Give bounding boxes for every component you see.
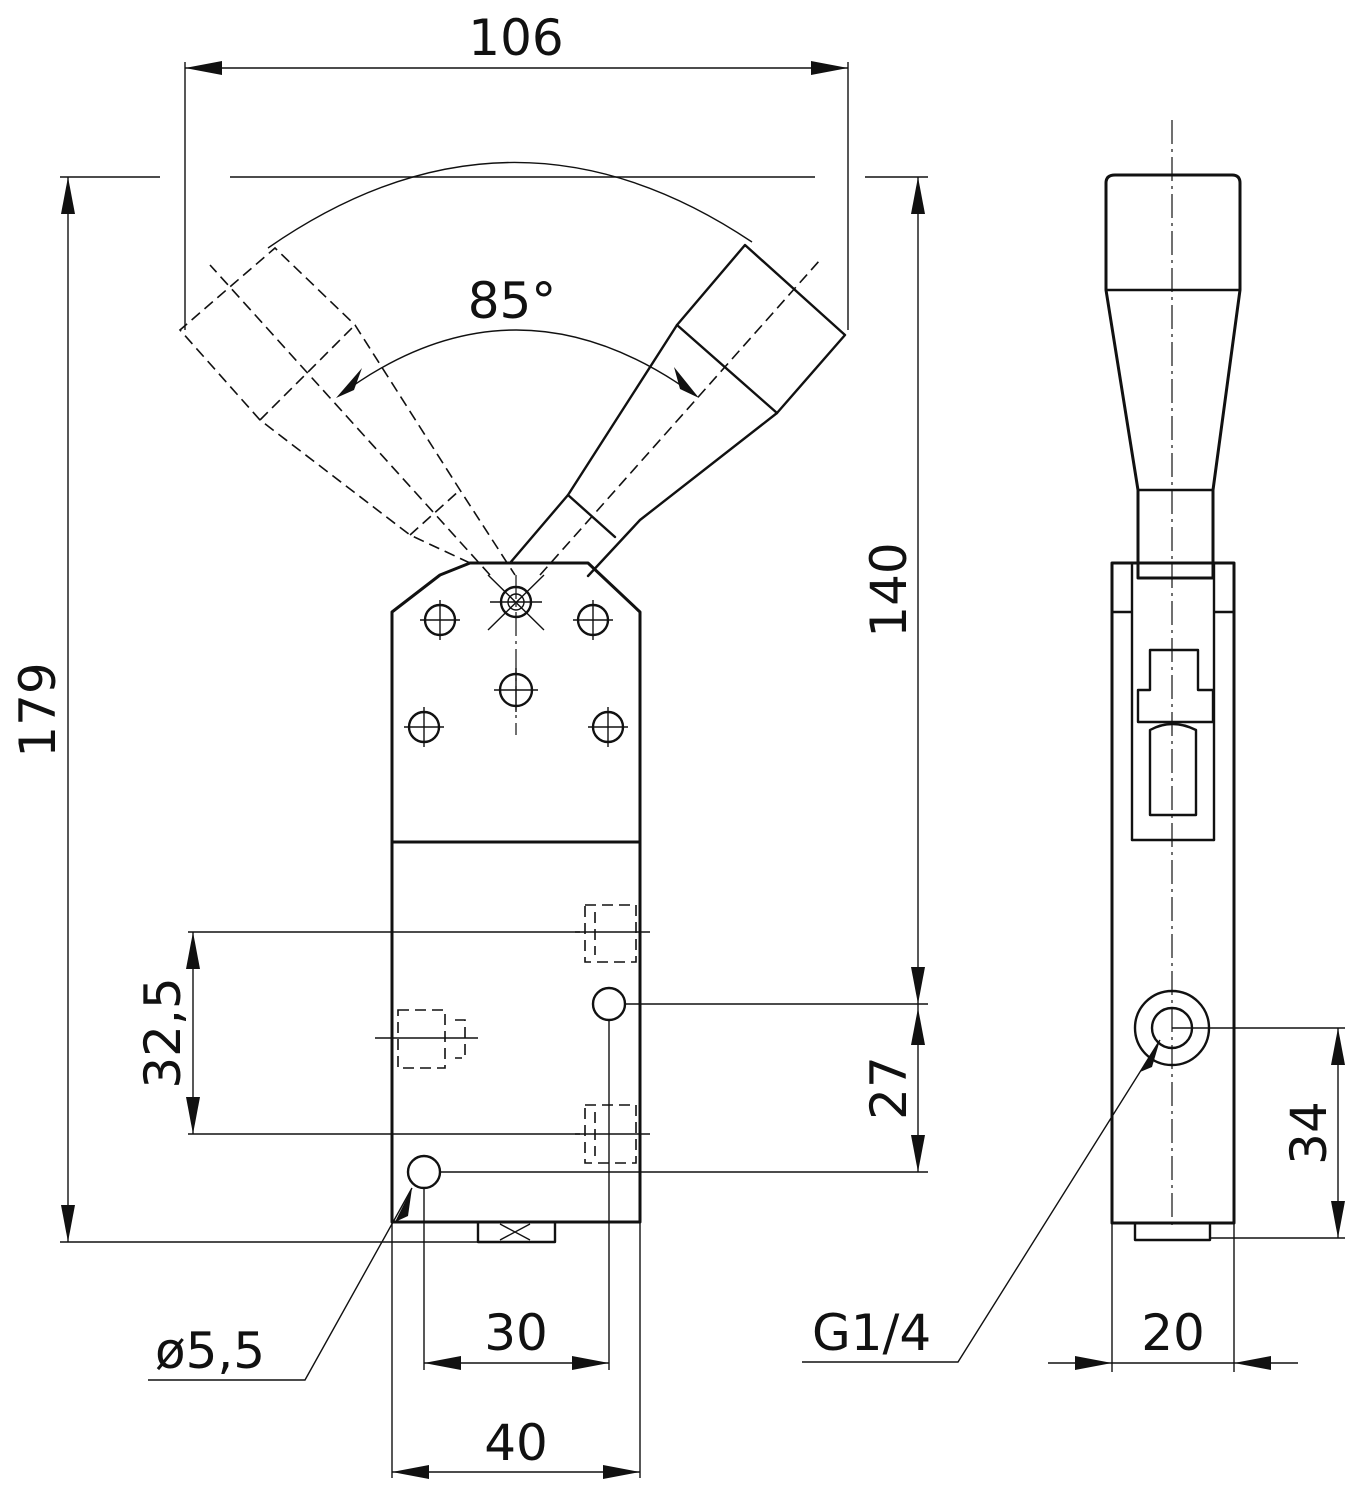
body-hole-lower — [406, 1154, 442, 1190]
bottom-nut — [476, 1220, 557, 1244]
dim-30: 30 — [484, 1304, 548, 1362]
angle-arrow-right — [674, 367, 699, 398]
dim-hole-dia: ø5,5 — [155, 1322, 265, 1380]
front-view — [178, 161, 847, 1244]
mounting-holes — [404, 574, 628, 747]
lever-left-position — [178, 246, 516, 576]
hidden-ports — [375, 904, 650, 1164]
side-body — [1110, 561, 1236, 1225]
dim-20: 20 — [1141, 1304, 1205, 1362]
angle-dimension-arc — [339, 329, 696, 396]
lever-right-position — [508, 243, 847, 578]
dim-179: 179 — [9, 662, 67, 757]
dim-140: 140 — [860, 542, 918, 637]
valve-body — [390, 840, 642, 1224]
dim-106: 106 — [468, 9, 563, 67]
body-hole-upper — [591, 986, 627, 1022]
angle-arrow-left — [336, 368, 362, 398]
dim-85-deg: 85° — [468, 272, 557, 330]
side-handle — [1104, 173, 1242, 580]
dim-g1-4: G1/4 — [812, 1304, 931, 1362]
side-view — [1104, 120, 1242, 1242]
dim-40: 40 — [484, 1414, 548, 1472]
dimension-labels: 106 85° 179 140 27 32,5 30 40 ø5,5 G1/4 … — [9, 9, 1338, 1472]
dim-34: 34 — [1280, 1101, 1338, 1165]
dim-32-5: 32,5 — [134, 977, 192, 1088]
dim-27: 27 — [860, 1056, 918, 1120]
dimension-lines — [60, 61, 1345, 1479]
outer-arc — [267, 161, 753, 249]
